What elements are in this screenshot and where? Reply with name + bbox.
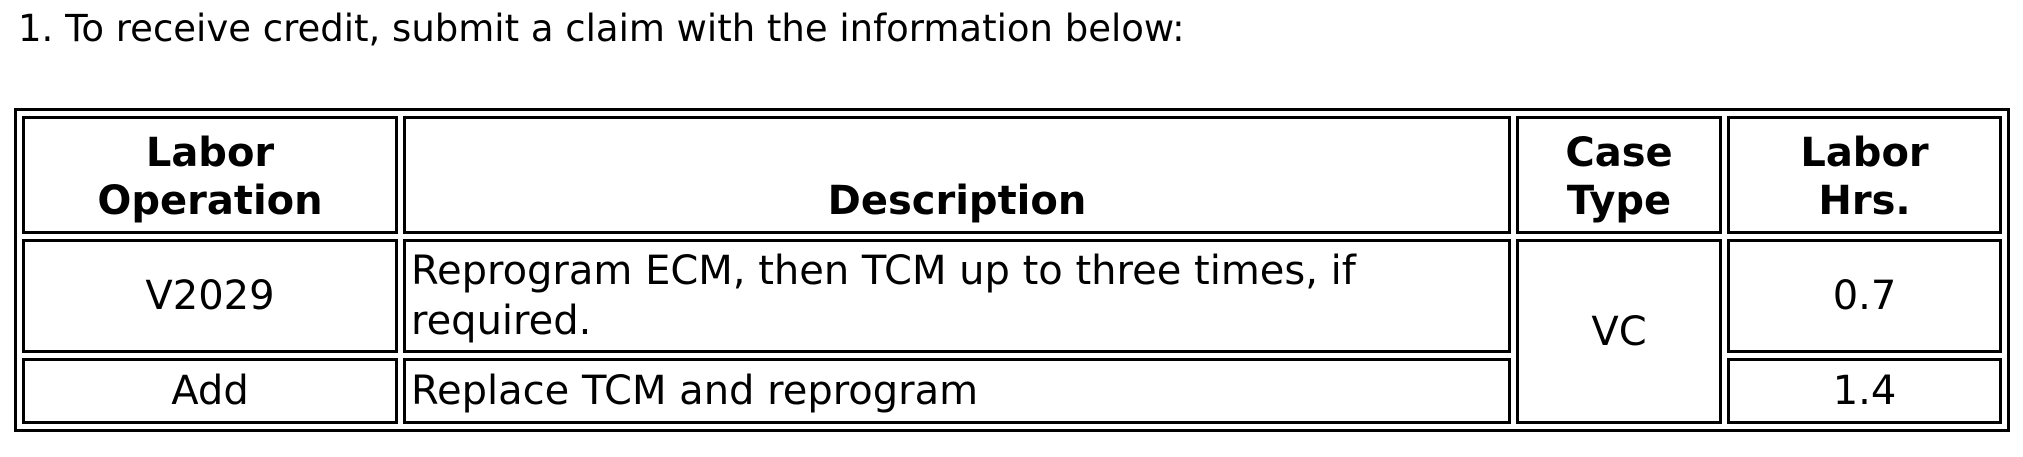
cell-description: Reprogram ECM, then TCM up to three time… [403,239,1511,354]
cell-labor-hours: 0.7 [1727,239,2002,354]
col-header-description: Description [403,116,1511,235]
table-row-v2029: V2029 Reprogram ECM, then TCM up to thre… [22,239,2002,425]
cell-labor-operation: Add [22,358,398,425]
cell-labor-hours: 1.4 [1727,358,2002,425]
col-header-labor-operation: Labor Operation [22,116,398,235]
table-row-add: Add Replace TCM and reprogram 1.4 [22,358,2002,425]
col-header-labor-hrs: Labor Hrs. [1727,116,2002,235]
table-header-row: Labor Operation Description Case Type La… [22,116,2002,235]
cell-case-type: VC [1516,239,1722,425]
instruction-text: 1. To receive credit, submit a claim wit… [18,7,1185,50]
cell-description: Replace TCM and reprogram [403,358,1511,425]
bulletin-snippet: 1. To receive credit, submit a claim wit… [0,6,2023,433]
col-header-case-type: Case Type [1516,116,1722,235]
cell-labor-operation: V2029 [22,239,398,354]
labor-claim-table: Labor Operation Description Case Type La… [14,108,2010,433]
